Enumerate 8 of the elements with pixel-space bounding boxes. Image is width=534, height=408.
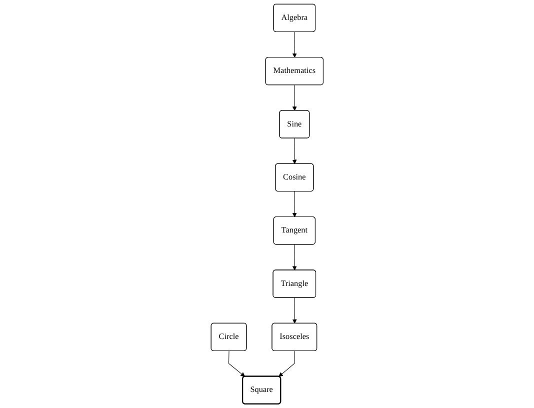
arrow (292, 298, 297, 324)
arrow (228, 350, 245, 377)
arrow (278, 350, 295, 377)
arrow (292, 244, 297, 270)
arrow (292, 84, 297, 111)
arrow (292, 191, 297, 218)
arrow (292, 32, 297, 58)
arrow (292, 138, 297, 164)
